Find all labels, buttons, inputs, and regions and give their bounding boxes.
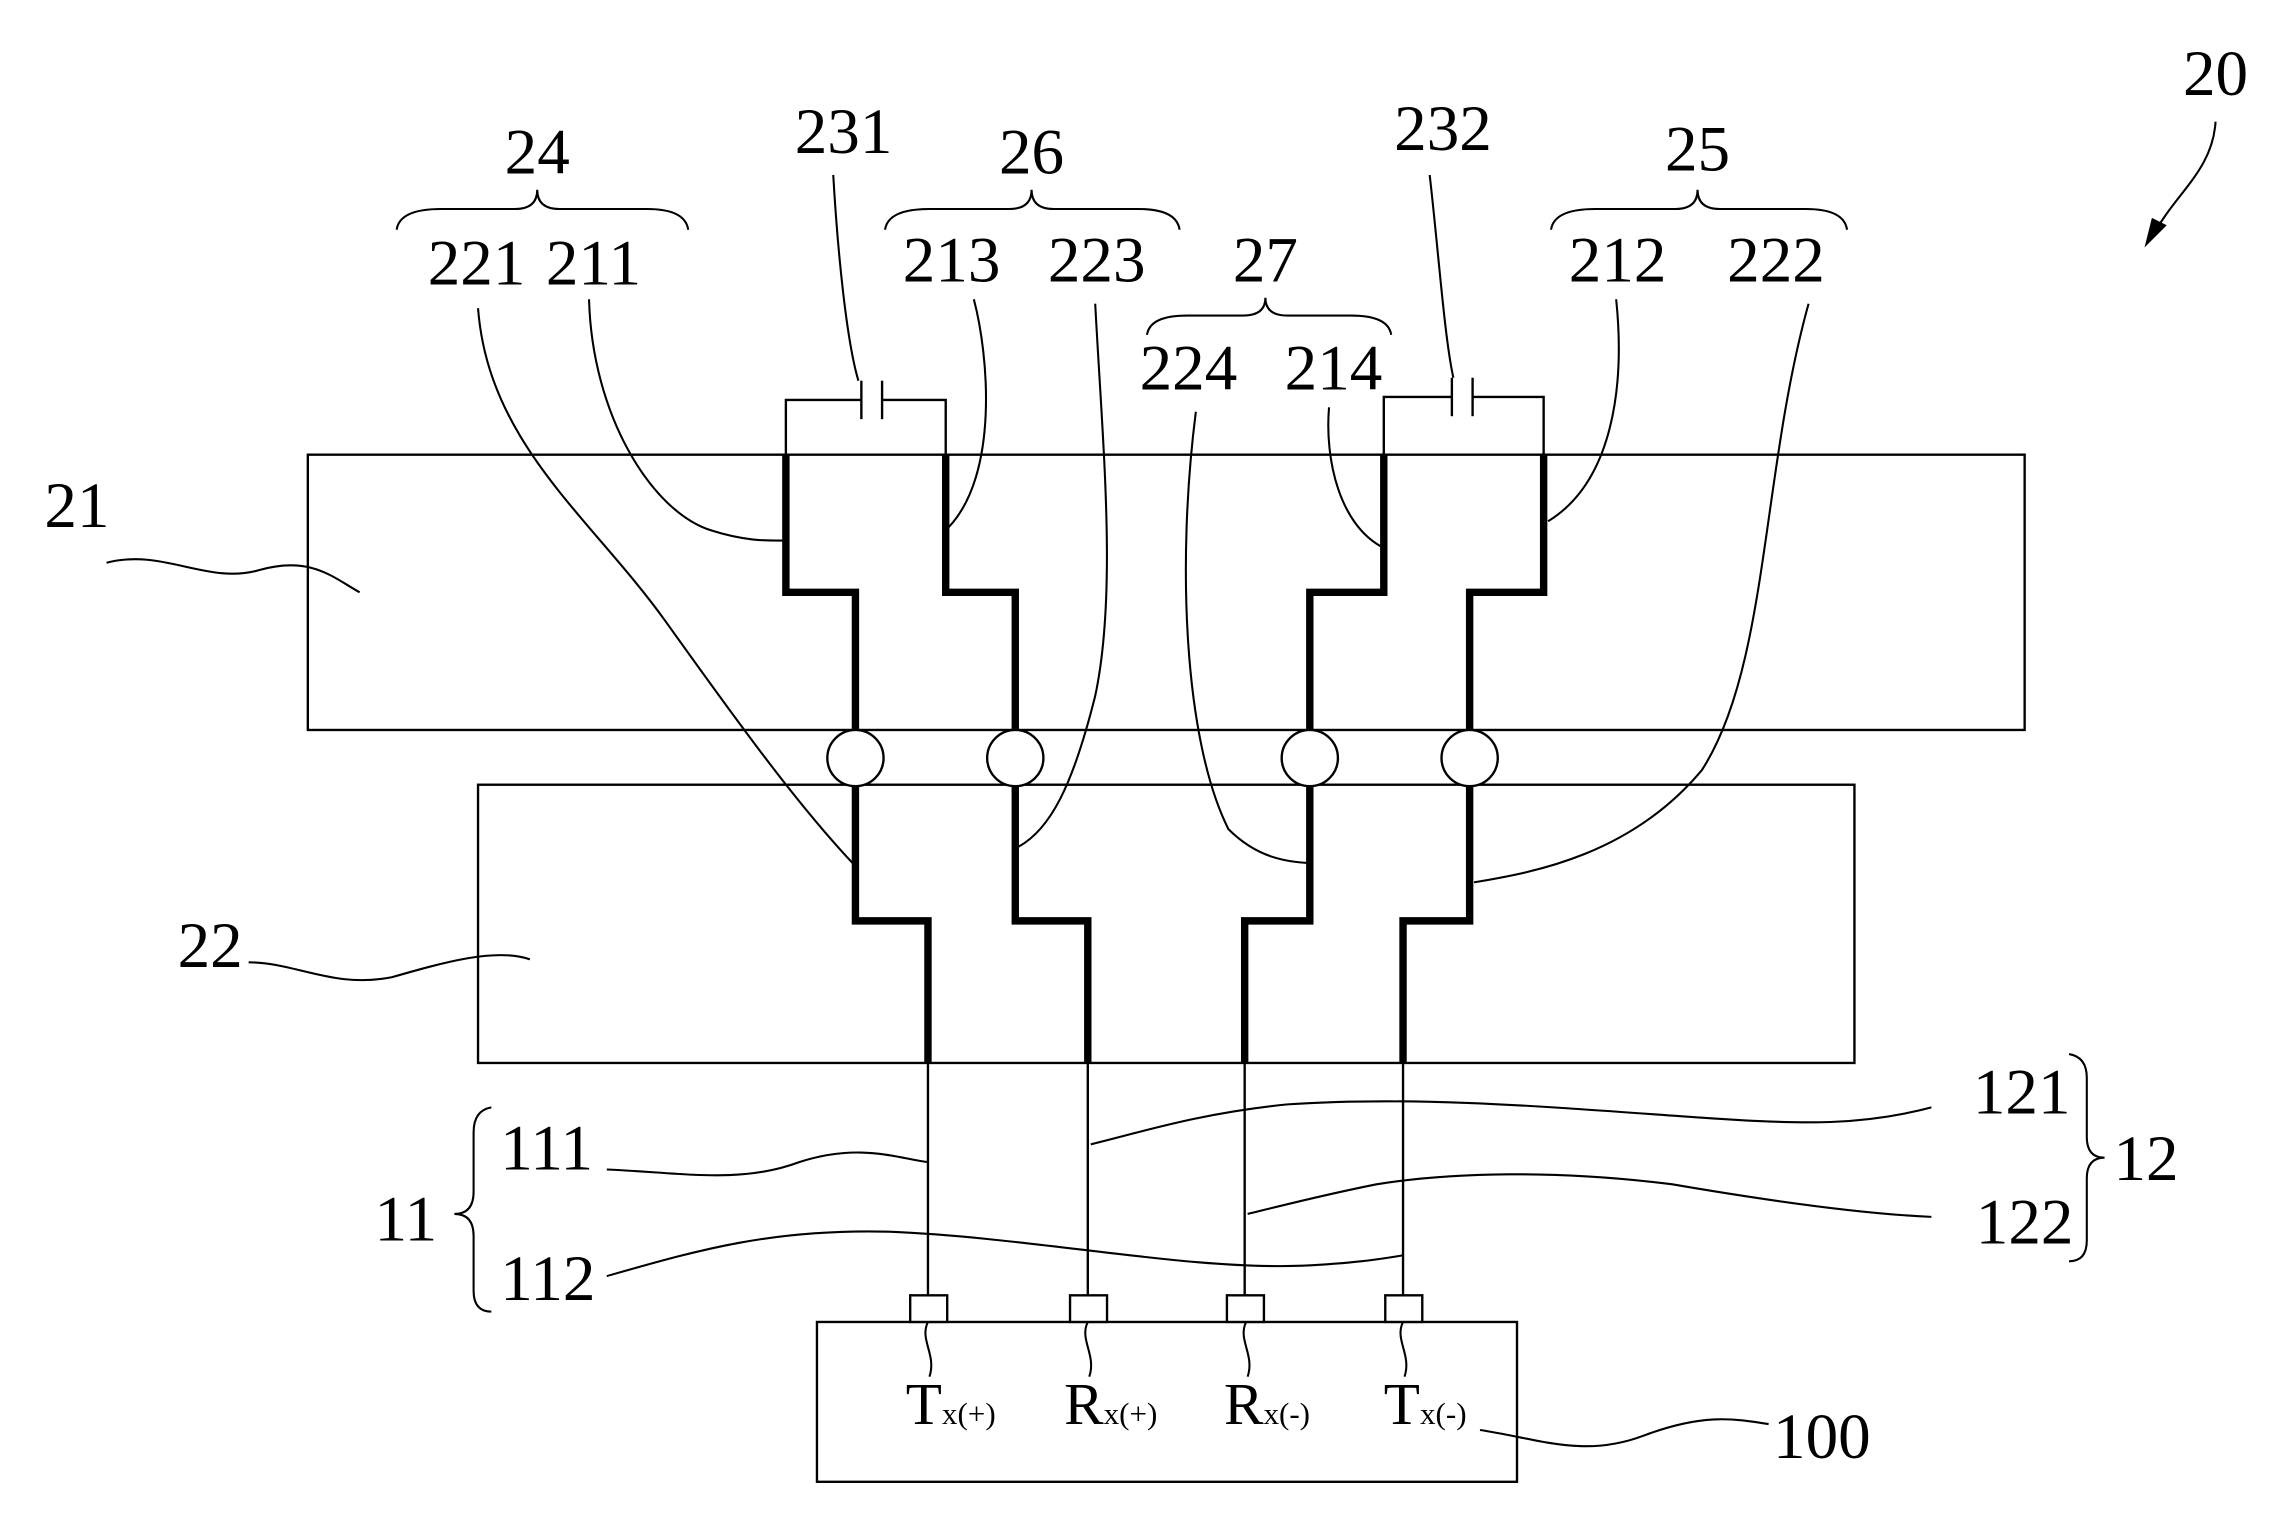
connection-ball-1	[827, 730, 883, 786]
wire-121-leader	[1091, 1101, 1932, 1144]
trace-222-label: 222	[1727, 225, 1825, 297]
pin-label-3: Rx(-)	[1224, 1371, 1310, 1437]
figure-reference-arrowhead	[2145, 218, 2167, 248]
trace-224	[1245, 786, 1310, 1063]
second-board	[478, 785, 1854, 1063]
capacitor-231-label: 231	[795, 96, 893, 168]
trace-211-leader	[589, 299, 786, 540]
capacitor-232-label: 232	[1394, 93, 1492, 165]
cable-12-brace	[2069, 1054, 2105, 1261]
wire-121-label: 121	[1973, 1056, 2071, 1128]
pair-27-brace	[1147, 298, 1391, 335]
pin-label-2: Rx(+)	[1064, 1371, 1157, 1437]
module-leader	[1480, 1419, 1769, 1446]
cable-12-label: 12	[2113, 1123, 2178, 1195]
first-board	[308, 455, 2025, 730]
wire-112-label: 112	[500, 1243, 595, 1315]
trace-213-leader	[949, 299, 986, 527]
trace-213	[946, 455, 1016, 730]
trace-211	[786, 455, 856, 730]
wire-112-leader	[607, 1231, 1403, 1276]
trace-213-label: 213	[903, 225, 1001, 297]
wire-111-label: 111	[500, 1113, 593, 1185]
trace-224-label: 224	[1140, 333, 1238, 405]
pair-24-label: 24	[505, 116, 570, 188]
first-board-leader	[107, 559, 360, 592]
capacitor-232-symbol	[1384, 378, 1544, 455]
connection-ball-2	[987, 730, 1043, 786]
pin-leader-3	[1244, 1322, 1250, 1377]
figure-reference-label: 20	[2183, 38, 2248, 110]
pair-26-label: 26	[999, 116, 1064, 188]
trace-222	[1403, 786, 1470, 1063]
pin-label-1: Tx(+)	[906, 1371, 996, 1437]
trace-221-label: 221	[428, 227, 526, 299]
capacitor-231-leader	[833, 175, 858, 381]
pair-24-brace	[397, 190, 689, 230]
pin-leader-2	[1085, 1322, 1091, 1377]
wire-122-leader	[1248, 1174, 1932, 1217]
pin-label-4: Tx(-)	[1384, 1371, 1467, 1437]
trace-224-leader	[1186, 412, 1310, 863]
module-label: 100	[1773, 1401, 1871, 1473]
trace-221-leader	[478, 308, 855, 866]
second-board-leader	[249, 955, 530, 980]
figure-reference-arrow	[2152, 122, 2216, 237]
trace-214-label: 214	[1285, 333, 1383, 405]
pin-pad-1	[910, 1295, 947, 1322]
pin-leader-1	[925, 1322, 931, 1377]
second-board-label: 22	[178, 910, 243, 982]
cable-11-brace	[454, 1107, 491, 1311]
pin-pad-2	[1070, 1295, 1107, 1322]
trace-211-label: 211	[546, 227, 641, 299]
trace-214-leader	[1328, 407, 1384, 548]
capacitor-231-symbol	[786, 381, 946, 455]
connection-ball-4	[1442, 730, 1498, 786]
trace-221	[855, 786, 928, 1063]
trace-223-label: 223	[1048, 225, 1146, 297]
pin-leader-4	[1400, 1322, 1406, 1377]
pair-27-label: 27	[1233, 225, 1298, 297]
trace-223	[1015, 786, 1088, 1063]
capacitor-232-leader	[1430, 175, 1454, 378]
cable-11-label: 11	[374, 1184, 437, 1256]
wire-111-leader	[607, 1152, 928, 1175]
trace-212-leader	[1548, 299, 1619, 521]
trace-212-label: 212	[1569, 225, 1667, 297]
pair-25-label: 25	[1665, 114, 1730, 186]
trace-212	[1470, 455, 1544, 730]
first-board-label: 21	[44, 470, 109, 542]
wire-122-label: 122	[1976, 1187, 2074, 1259]
pin-pad-3	[1227, 1295, 1264, 1322]
connection-ball-3	[1282, 730, 1338, 786]
pin-pad-4	[1385, 1295, 1422, 1322]
trace-214	[1310, 455, 1384, 730]
